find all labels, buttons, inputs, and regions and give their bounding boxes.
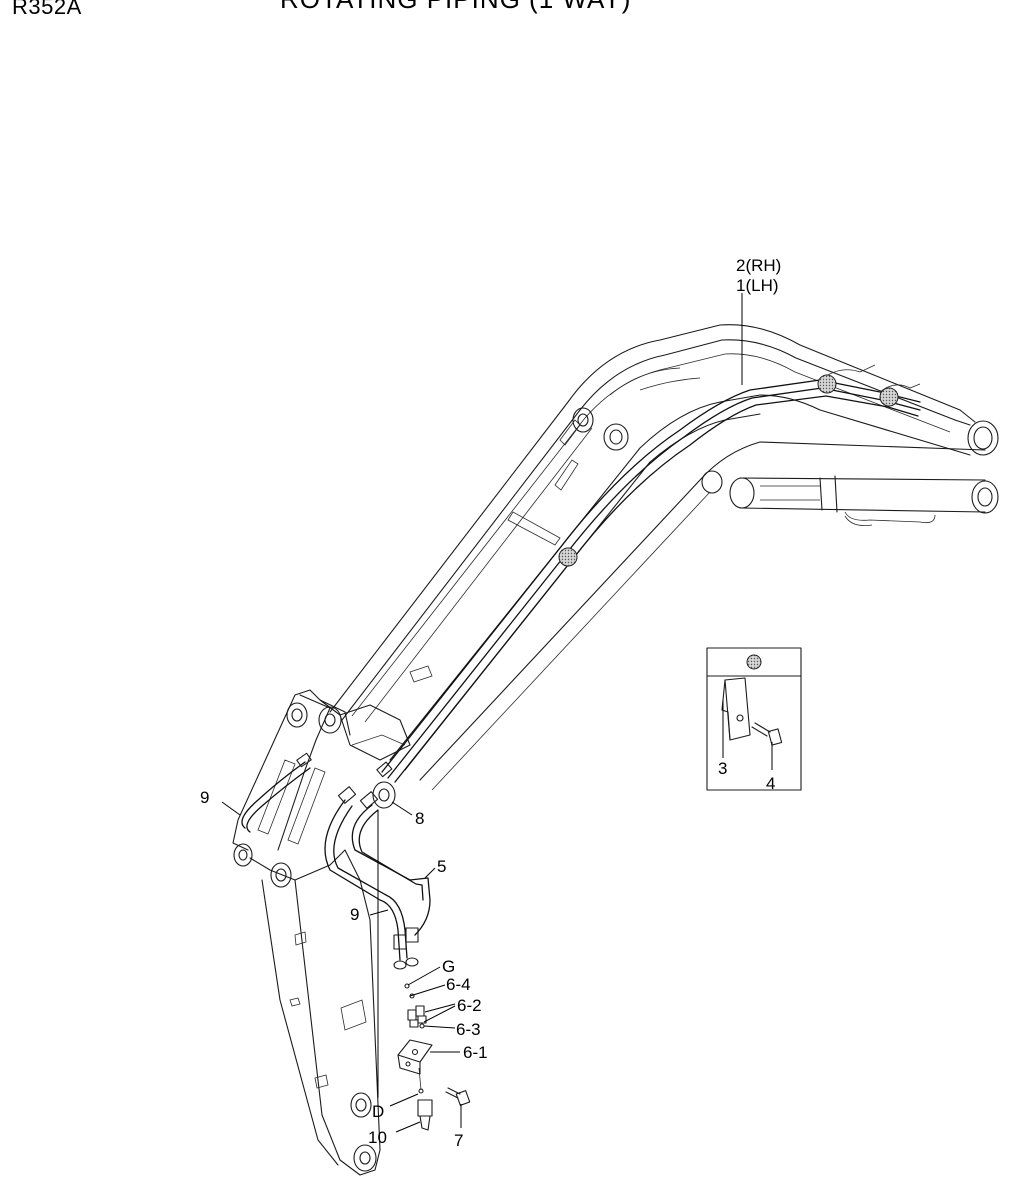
callout-5: 5: [437, 857, 446, 876]
detail-inset-box: [706, 647, 802, 791]
hose-assembly: [241, 752, 431, 970]
callout-10: 10: [368, 1128, 387, 1147]
model-code: R352A: [12, 0, 82, 19]
callout-g: G: [442, 957, 455, 976]
callout-6-4: 6-4: [446, 975, 471, 994]
callout-4: 4: [766, 774, 775, 793]
callout-6-2: 6-2: [457, 996, 482, 1015]
boom-cylinder: [729, 475, 999, 526]
boom-outline: [329, 324, 999, 791]
callout-2-rh: 2(RH): [736, 256, 781, 275]
dotted-circle-clamp-icon: [879, 387, 899, 407]
dotted-circle-clamp-icon: [817, 374, 837, 394]
callout-9-lower: 9: [350, 905, 359, 924]
callout-7: 7: [454, 1131, 463, 1150]
dotted-circle-clamp-icon: [746, 654, 762, 670]
callout-6-1: 6-1: [463, 1043, 488, 1062]
callout-1-lh: 1(LH): [736, 276, 779, 295]
arm-outline: [232, 689, 411, 1176]
pipe-line-lh-rh: [381, 364, 921, 783]
callout-6-3: 6-3: [456, 1020, 481, 1039]
callout-8: 8: [415, 809, 424, 828]
dotted-circle-clamp-icon: [558, 547, 578, 567]
leader-lines: [221, 293, 773, 1133]
callout-3: 3: [718, 759, 727, 778]
callout-d: D: [372, 1102, 384, 1121]
callout-9-upper: 9: [200, 788, 209, 807]
diagram-title: ROTATING PIPING (1 WAY): [280, 0, 631, 15]
